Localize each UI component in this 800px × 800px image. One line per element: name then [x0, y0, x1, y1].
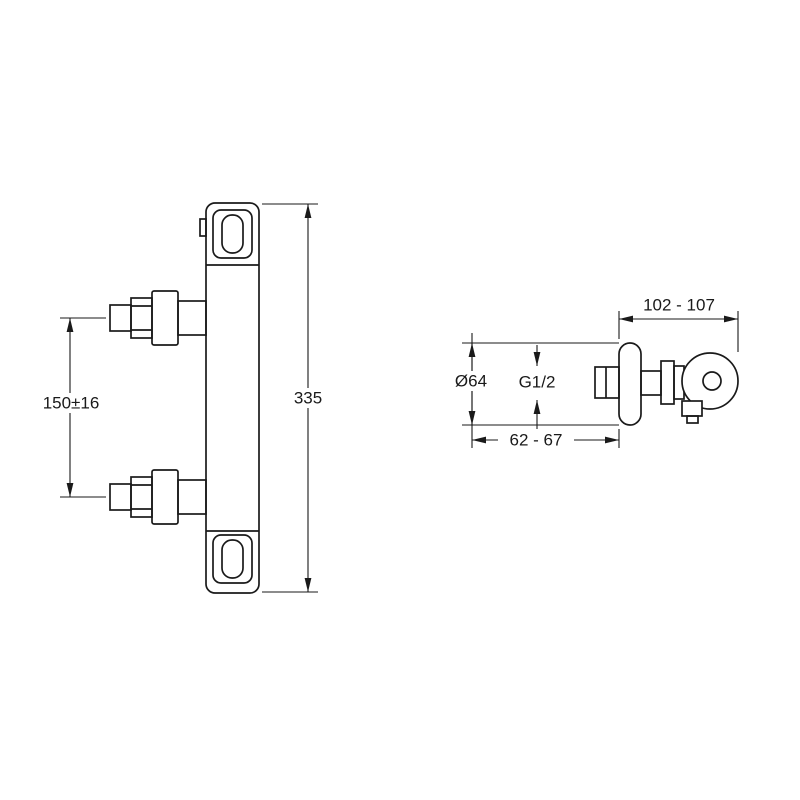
top-fitting-escutcheon [151, 290, 179, 346]
top-handle-inner-outline [212, 209, 253, 259]
dimension-connection-thread: G1/2 [519, 345, 556, 429]
dim-label-connection-thread: G1/2 [519, 373, 556, 392]
dim-label-wall-to-front: 102 - 107 [643, 296, 715, 315]
label-mask [37, 393, 105, 413]
bottom-handle-grip [221, 539, 244, 579]
wall-flange [618, 342, 642, 426]
top-fitting-stub [109, 304, 132, 332]
top-connection-fitting [109, 290, 207, 346]
flange-neck [640, 370, 662, 396]
label-mask [498, 430, 574, 450]
side-view [594, 342, 739, 426]
bottom-fitting-nut [130, 476, 153, 518]
mixer-body-outline [205, 202, 260, 594]
inlet-stub [594, 366, 620, 399]
dimension-flange-diameter: Ø64 [446, 333, 619, 448]
label-mask [446, 371, 496, 391]
dimension-wall-offset: 62 - 67 [472, 429, 620, 450]
top-fitting-nut [130, 297, 153, 339]
valve-head-boss [702, 371, 722, 391]
dimension-wall-to-front: 102 - 107 [618, 296, 739, 352]
bottom-fitting-stub [109, 483, 132, 511]
valve-plate [660, 360, 675, 405]
top-handle-button-tab [199, 218, 207, 237]
valve-head [681, 352, 739, 410]
bottom-fitting-neck [177, 479, 207, 515]
dimension-handle-spacing: 150±16 [37, 317, 106, 498]
bottom-handle-inner-outline [212, 534, 253, 584]
bottom-connection-fitting [109, 469, 207, 525]
bottom-outlet-stub [686, 415, 699, 424]
front-view [109, 202, 260, 594]
top-handle-grip [221, 214, 244, 254]
bottom-outlet [681, 400, 703, 417]
bottom-fitting-escutcheon [151, 469, 179, 525]
dimension-overall-height: 335 [262, 203, 328, 593]
top-fitting-neck [177, 300, 207, 336]
dim-label-overall-height: 335 [294, 389, 322, 408]
dim-label-wall-offset: 62 - 67 [510, 431, 563, 450]
dim-label-flange-diameter: Ø64 [455, 372, 487, 391]
label-mask [288, 388, 328, 408]
dim-label-handle-spacing: 150±16 [43, 394, 100, 413]
